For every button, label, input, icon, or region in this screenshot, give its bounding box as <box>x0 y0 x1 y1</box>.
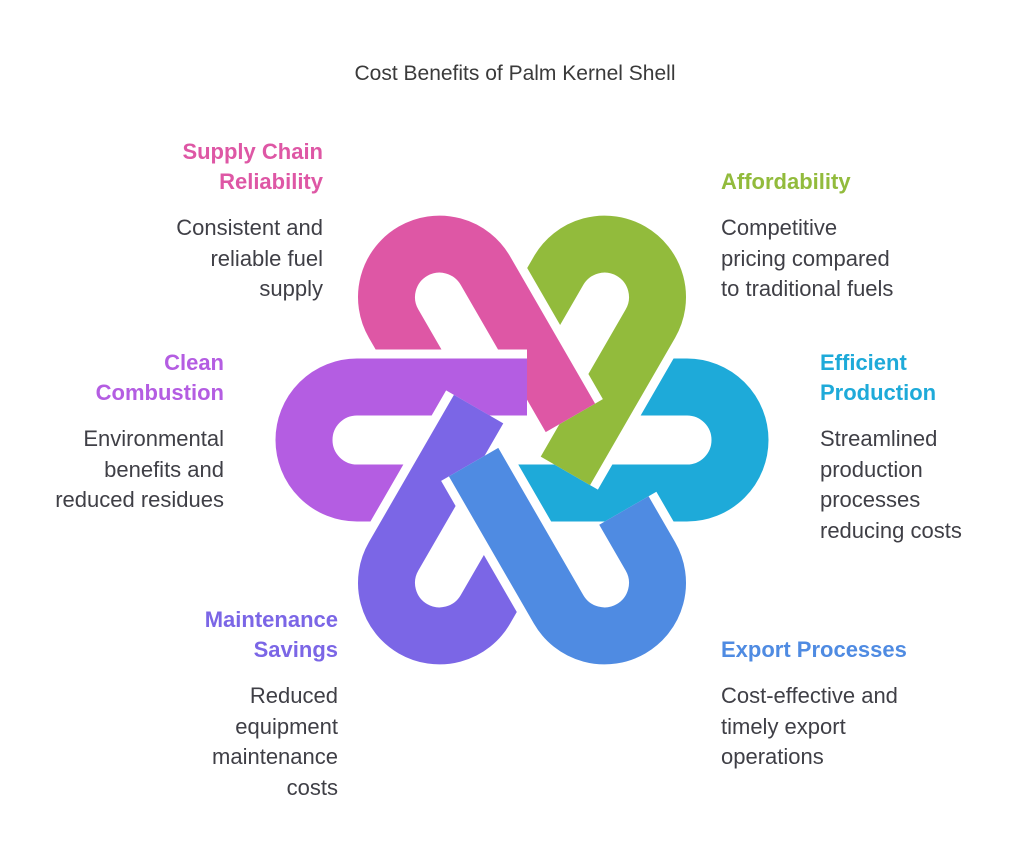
heading-line: Production <box>820 380 937 405</box>
heading-line: Maintenance <box>204 607 338 632</box>
desc-line: reliable fuel <box>210 245 323 271</box>
heading-line: Savings <box>253 637 338 662</box>
heading-line: Combustion <box>95 380 224 405</box>
hook-shape <box>358 394 537 665</box>
item-description: Reduced equipment maintenance costs <box>58 681 338 803</box>
desc-line: Competitive <box>721 215 838 240</box>
hook-shape <box>448 447 686 665</box>
item-description: Environmental benefits and reduced residue… <box>0 424 224 516</box>
heading-line: Efficient <box>820 350 907 375</box>
hook-export-processes <box>441 443 695 674</box>
desc-line: Cost-effective and <box>721 683 898 708</box>
desc-line: Streamlined <box>820 426 938 451</box>
desc-line: processes <box>820 487 921 512</box>
hook-shape <box>507 215 686 486</box>
hook-shape <box>517 358 769 522</box>
desc-line: production <box>820 456 923 482</box>
desc-line: operations <box>721 744 824 769</box>
heading-line: Reliability <box>219 169 323 194</box>
desc-line: reduced residues <box>55 487 224 512</box>
hook-efficient-production <box>517 349 778 531</box>
hook-shape <box>275 358 527 522</box>
desc-line: Consistent and <box>176 215 323 240</box>
hook-maintenance-savings <box>349 390 545 674</box>
desc-line: to traditional fuels <box>721 276 894 301</box>
heading-line: Supply Chain <box>182 139 323 164</box>
desc-line: Environmental <box>83 426 224 451</box>
desc-line: reducing costs <box>820 517 962 543</box>
item-heading: Export Processes <box>721 635 1001 665</box>
item-description: Competitive pricing compared to traditiona… <box>721 213 1001 305</box>
item-description: Cost-effective and timely export operation… <box>721 681 1001 773</box>
hook-clean-combustion <box>266 349 527 531</box>
desc-line: equipment <box>235 713 338 739</box>
item-description: Consistent and reliable fuel supply <box>43 213 323 305</box>
hook-shape <box>358 215 596 433</box>
heading-line: Clean <box>164 350 224 375</box>
item-description: Streamlined production processes reducing c… <box>820 424 1030 546</box>
hook-affordability <box>499 206 695 490</box>
heading-line: Export Processes <box>721 637 907 662</box>
hook-supply-chain-reliability <box>349 206 603 437</box>
desc-line: benefits and <box>104 456 224 482</box>
desc-line: costs <box>286 774 338 800</box>
desc-line: timely export <box>721 713 846 739</box>
desc-line: supply <box>259 276 323 301</box>
item-export-processes: Export Processes Cost-effective and timel… <box>721 635 1001 773</box>
desc-line: maintenance <box>212 744 338 769</box>
desc-line: pricing compared <box>721 245 890 271</box>
item-heading: Affordability <box>721 167 1001 197</box>
desc-line: Reduced <box>249 683 338 708</box>
item-affordability: Affordability Competitive pricing compare… <box>721 167 1001 305</box>
diagram-title: Cost Benefits of Palm Kernel Shell <box>354 62 676 85</box>
heading-line: Affordability <box>721 169 851 194</box>
